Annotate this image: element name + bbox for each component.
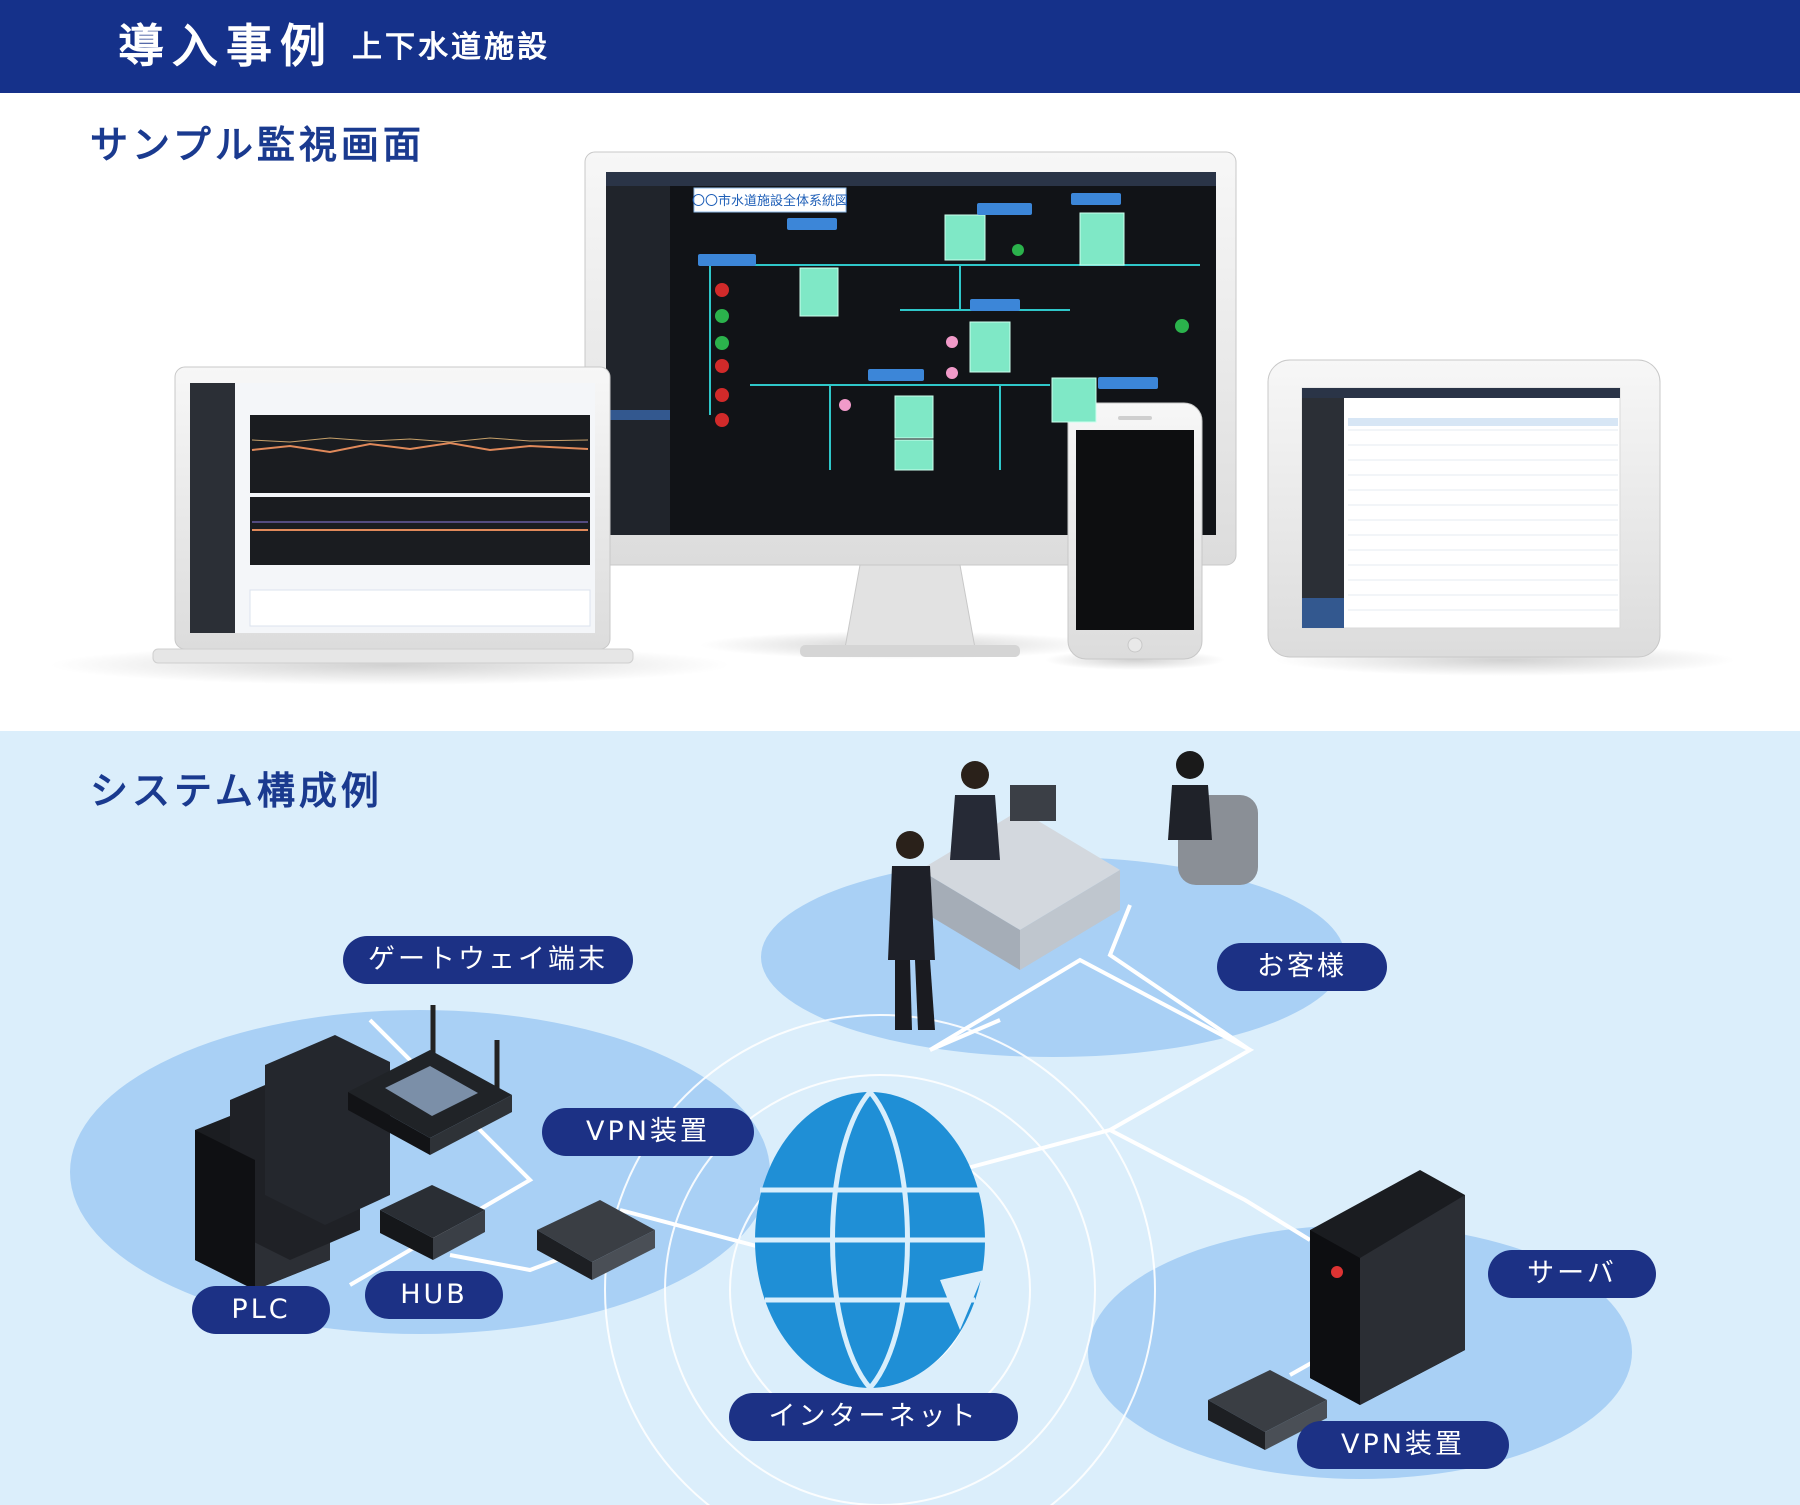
hub-icon — [380, 1185, 485, 1260]
laptop — [152, 366, 634, 664]
label-plc: PLC — [192, 1286, 330, 1334]
label-customer: お客様 — [1217, 943, 1387, 991]
label-internet: インターネット — [729, 1393, 1018, 1441]
internet-globe-icon — [755, 1090, 985, 1390]
section-title-sample-screen: サンプル監視画面 — [90, 123, 425, 167]
devices-illustration: 〇〇市水道施設全体系統図 — [50, 151, 1735, 685]
monitor-diagram-title: 〇〇市水道施設全体系統図 — [692, 193, 848, 209]
label-vpn-left: VPN装置 — [542, 1108, 754, 1156]
label-hub: HUB — [365, 1271, 503, 1319]
gateway-router-icon — [348, 1005, 512, 1155]
label-vpn-right: VPN装置 — [1297, 1421, 1509, 1469]
vpn-device-left-icon — [537, 1200, 655, 1280]
plc-rack-icon — [195, 1035, 390, 1290]
header-title: 導入事例 — [118, 19, 334, 73]
header-bar: 導入事例 上下水道施設 — [0, 0, 1800, 93]
section-title-system-config: システム構成例 — [90, 769, 383, 813]
tablet — [1267, 359, 1661, 658]
server-tower-icon — [1310, 1170, 1465, 1405]
customer-office-icon — [888, 751, 1258, 1030]
header-subtitle: 上下水道施設 — [352, 30, 550, 65]
smartphone — [1067, 402, 1203, 660]
label-gateway: ゲートウェイ端末 — [343, 936, 633, 984]
vpn-device-right-icon — [1208, 1370, 1327, 1450]
label-server: サーバ — [1488, 1250, 1656, 1298]
